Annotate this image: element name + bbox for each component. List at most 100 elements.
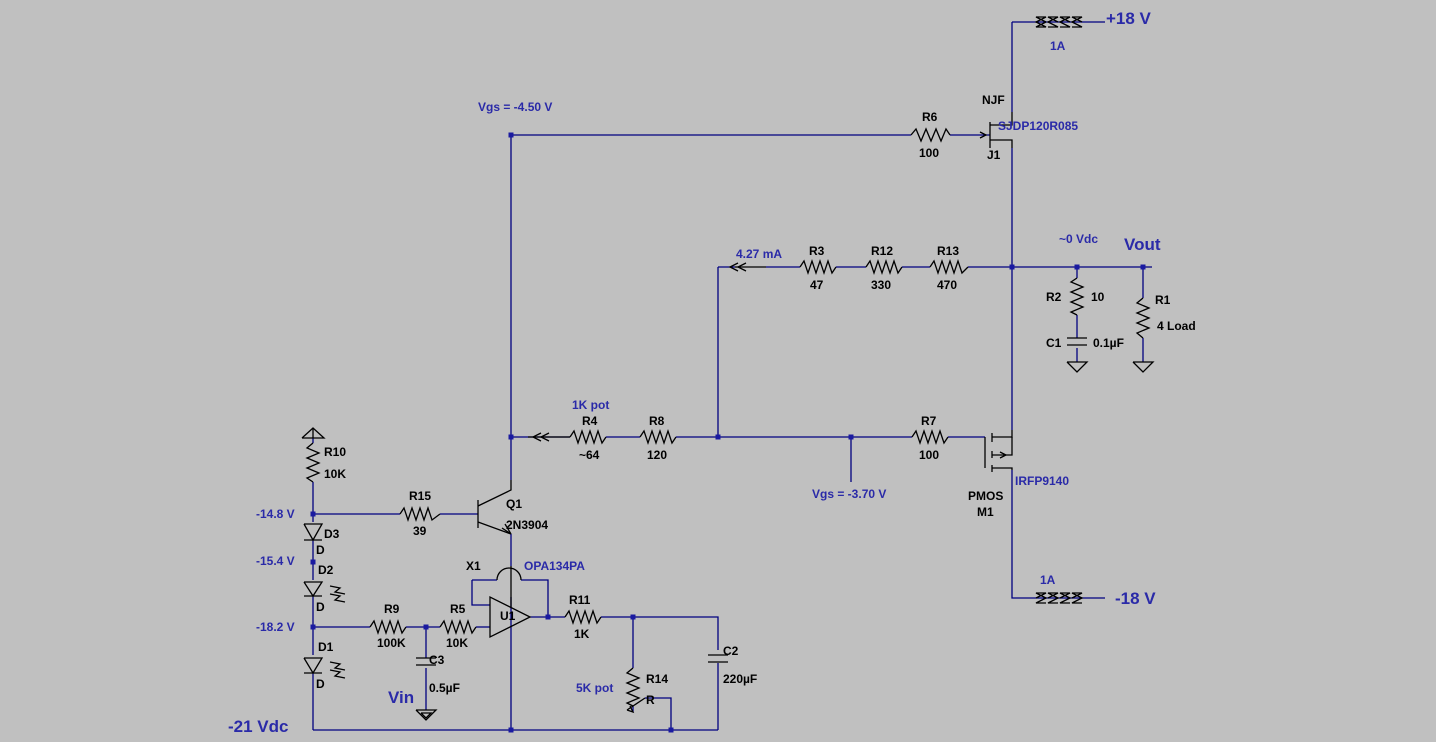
label-u1-model: OPA134PA <box>524 559 585 573</box>
opamp-u1 <box>489 566 532 639</box>
label-r4-ref: R4 <box>582 414 598 428</box>
current-arrow-r4 <box>528 432 570 442</box>
label-d3-value: D <box>316 543 325 557</box>
resistor-r10 <box>305 442 321 483</box>
label-positive-current: 1A <box>1050 39 1066 53</box>
label-v-d2: -15.4 V <box>256 554 295 568</box>
label-positive-supply: +18 V <box>1106 9 1152 28</box>
label-bias-supply: -21 Vdc <box>228 717 288 736</box>
label-r3-value: 47 <box>810 278 824 292</box>
label-d3-ref: D3 <box>324 527 340 541</box>
label-d1-value: D <box>316 677 325 691</box>
label-negative-supply: -18 V <box>1115 589 1156 608</box>
transistor-q1 <box>477 480 512 535</box>
label-r7-value: 100 <box>919 448 939 462</box>
ground-c1 <box>1066 361 1089 373</box>
label-q1-model: 2N3904 <box>506 518 548 532</box>
label-r14-value: R <box>646 693 655 707</box>
label-j1-type: NJF <box>982 93 1005 107</box>
label-mosfet-vgs: Vgs = -3.70 V <box>812 487 886 501</box>
label-r14-ref: R14 <box>646 672 668 686</box>
label-feedback-current: 4.27 mA <box>736 247 782 261</box>
resistor-r8 <box>639 428 677 446</box>
label-r6-value: 100 <box>919 146 939 160</box>
resistor-r9 <box>369 618 407 636</box>
label-output: Vout <box>1124 235 1161 254</box>
label-r1-ref: R1 <box>1155 293 1171 307</box>
label-r5-ref: R5 <box>450 602 466 616</box>
label-r11-value: 1K <box>574 627 590 641</box>
label-v-d1: -18.2 V <box>256 620 295 634</box>
label-r3-ref: R3 <box>809 244 825 258</box>
label-r4-note: 1K pot <box>572 398 609 412</box>
resistor-r11 <box>564 608 602 626</box>
label-r8-ref: R8 <box>649 414 665 428</box>
label-j1-ref: J1 <box>987 148 1001 162</box>
label-j1-model: SJDP120R085 <box>998 119 1078 133</box>
label-c1-value: 0.1µF <box>1093 336 1124 350</box>
label-c2-ref: C2 <box>723 644 739 658</box>
label-d2-ref: D2 <box>318 563 334 577</box>
supply-arrows-positive <box>1034 16 1083 28</box>
label-r13-ref: R13 <box>937 244 959 258</box>
label-r9-ref: R9 <box>384 602 400 616</box>
label-jfet-vgs: Vgs = -4.50 V <box>478 100 552 114</box>
resistor-r7 <box>911 428 949 446</box>
capacitor-c3 <box>416 657 436 666</box>
label-r14-note: 5K pot <box>576 681 613 695</box>
label-output-voltage: ~0 Vdc <box>1059 232 1098 246</box>
label-r12-ref: R12 <box>871 244 893 258</box>
resistor-r5 <box>439 618 477 636</box>
resistor-r1 <box>1135 297 1151 339</box>
label-input: Vin <box>388 688 414 707</box>
diode-d2 <box>303 581 346 603</box>
label-r2-ref: R2 <box>1046 290 1062 304</box>
ground-vin <box>415 709 438 721</box>
resistor-r12 <box>865 258 903 276</box>
resistor-r6 <box>910 127 951 143</box>
potentiometer-r14 <box>625 667 646 714</box>
label-r10-value: 10K <box>324 467 346 481</box>
diode-d3 <box>303 523 324 542</box>
label-u1-sub: X1 <box>466 559 481 573</box>
supply-arrows-negative <box>1035 592 1084 604</box>
label-r6-ref: R6 <box>922 110 938 124</box>
label-m1-type: PMOS <box>968 489 1003 503</box>
resistor-r3 <box>799 258 837 276</box>
label-r4-value: ~64 <box>579 448 600 462</box>
diode-d1 <box>303 657 346 679</box>
label-u1-ref: U1 <box>500 609 516 623</box>
junctions <box>310 132 1146 733</box>
label-r15-ref: R15 <box>409 489 431 503</box>
label-r13-value: 470 <box>937 278 957 292</box>
label-r9-value: 100K <box>377 636 406 650</box>
label-v-d3: -14.8 V <box>256 507 295 521</box>
label-r11-ref: R11 <box>569 593 591 607</box>
capacitor-c2 <box>708 654 728 663</box>
label-c3-value: 0.5µF <box>429 681 460 695</box>
label-m1-model: IRFP9140 <box>1015 474 1069 488</box>
label-d2-value: D <box>316 600 325 614</box>
capacitor-c1 <box>1067 337 1087 346</box>
label-q1-ref: Q1 <box>506 497 522 511</box>
label-r2-value: 10 <box>1091 290 1105 304</box>
resistor-r4 <box>569 428 607 446</box>
r10-supply-arrow <box>301 427 326 439</box>
wires <box>312 21 1152 731</box>
resistor-r13 <box>929 258 969 276</box>
resistor-r2 <box>1069 277 1085 316</box>
label-r5-value: 10K <box>446 636 468 650</box>
current-arrow-4ma <box>728 262 766 272</box>
label-negative-current: 1A <box>1040 573 1056 587</box>
label-d1-ref: D1 <box>318 640 334 654</box>
mosfet-m1 <box>984 430 1013 472</box>
label-r8-value: 120 <box>647 448 667 462</box>
jfet-j1 <box>979 112 1013 148</box>
label-c1-ref: C1 <box>1046 336 1062 350</box>
label-r1-value: 4 Load <box>1157 319 1196 333</box>
label-r15-value: 39 <box>413 524 427 538</box>
label-c2-value: 220µF <box>723 672 757 686</box>
label-r7-ref: R7 <box>921 414 937 428</box>
resistor-r15 <box>399 505 441 523</box>
